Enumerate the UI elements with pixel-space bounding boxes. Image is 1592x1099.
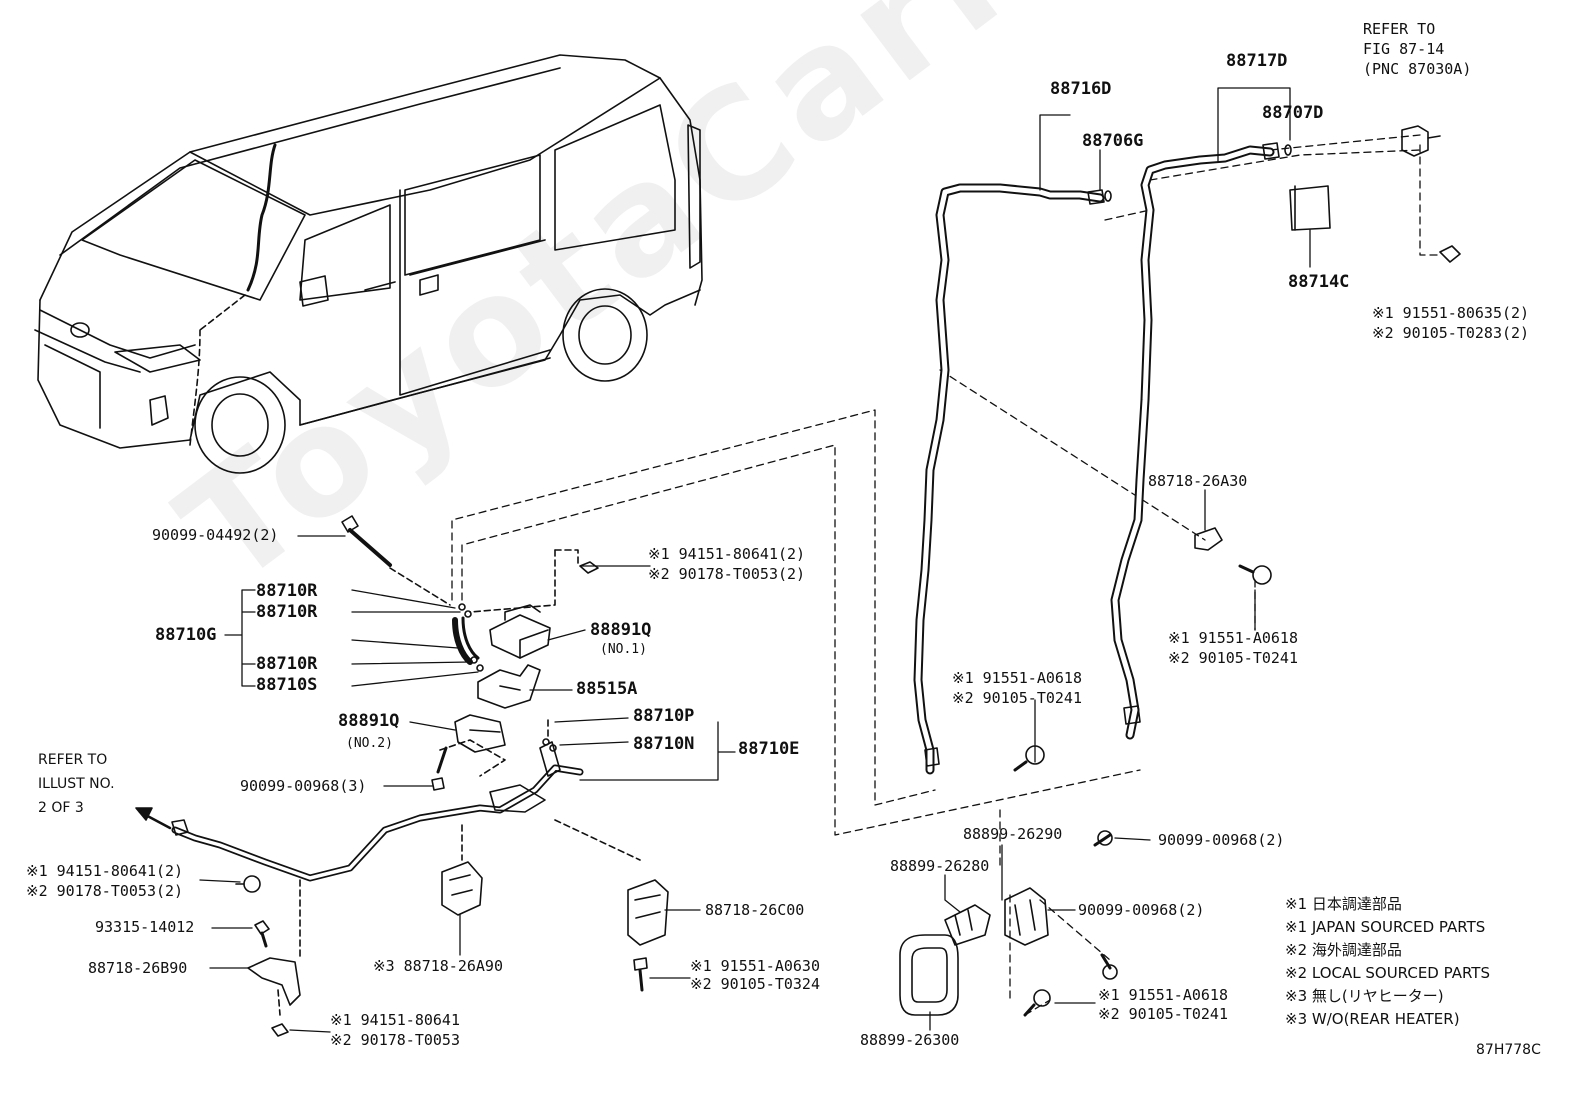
refer-arrow-head	[135, 807, 153, 821]
fastener-90105-T0283[interactable]: ※2 90105-T0283(2)	[1372, 324, 1530, 342]
fastener-94151-80641-bottom[interactable]: ※1 94151-80641	[330, 1011, 460, 1029]
part-88710R-1[interactable]: 88710R	[256, 581, 318, 601]
fastener-90105-T0241-right[interactable]: ※2 90105-T0241	[1168, 649, 1298, 667]
fastener-90099-00968-3[interactable]: 90099-00968(3)	[240, 777, 367, 795]
refer-fig-line1: REFER TO	[1363, 20, 1436, 38]
legend-item: ※2 LOCAL SOURCED PARTS	[1285, 964, 1490, 982]
fastener-91551-A0618-mid[interactable]: ※1 91551-A0618	[952, 669, 1082, 687]
part-88710S[interactable]: 88710S	[256, 675, 318, 695]
fastener-93315-14012[interactable]: 93315-14012	[95, 918, 195, 936]
fastener-90178-T0053-bottom[interactable]: ※2 90178-T0053	[330, 1031, 460, 1049]
fastener-90105-T0324[interactable]: ※2 90105-T0324	[690, 975, 820, 993]
legend-item: ※1 JAPAN SOURCED PARTS	[1285, 918, 1486, 936]
heater-module-assembly	[171, 515, 669, 1037]
fastener-90099-00968-2-lower[interactable]: 90099-00968(2)	[1078, 901, 1205, 919]
part-88707D[interactable]: 88707D	[1262, 103, 1324, 123]
fastener-90178-T0053-top[interactable]: ※2 90178-T0053(2)	[648, 565, 806, 583]
fastener-90105-T0241-mid[interactable]: ※2 90105-T0241	[952, 689, 1082, 707]
legend-item: ※1 日本調達部品	[1285, 895, 1402, 913]
fastener-91551-A0630[interactable]: ※1 91551-A0630	[690, 957, 820, 975]
fastener-90099-00968-2-upper[interactable]: 90099-00968(2)	[1158, 831, 1285, 849]
fastener-90099-04492[interactable]: 90099-04492(2)	[152, 526, 279, 544]
part-88716D[interactable]: 88716D	[1050, 79, 1112, 99]
legend-item: ※3 無し(リヤヒーター)	[1285, 987, 1444, 1005]
part-88710P[interactable]: 88710P	[633, 706, 695, 726]
part-88717D[interactable]: 88717D	[1226, 51, 1288, 71]
part-88714C[interactable]: 88714C	[1288, 272, 1350, 292]
part-88899-26280[interactable]: 88899-26280	[890, 857, 990, 875]
part-88706G[interactable]: 88706G	[1082, 131, 1144, 151]
part-88718-26A90[interactable]: ※3 88718-26A90	[373, 957, 503, 975]
leader-lines	[199, 87, 1311, 1033]
part-88710R-3[interactable]: 88710R	[256, 654, 318, 674]
part-88718-26C00[interactable]: 88718-26C00	[705, 901, 805, 919]
heater-pipes	[899, 125, 1461, 1017]
legend-item: ※3 W/O(REAR HEATER)	[1285, 1010, 1460, 1028]
refer-illust-line3: 2 OF 3	[38, 800, 84, 816]
diagram-code: 87H778C	[1476, 1042, 1541, 1058]
label-no1: (NO.1)	[600, 642, 647, 657]
part-88899-26290[interactable]: 88899-26290	[963, 825, 1063, 843]
fastener-91551-A0618-bottom[interactable]: ※1 91551-A0618	[1098, 986, 1228, 1004]
part-88710G[interactable]: 88710G	[155, 625, 217, 645]
refer-illust-line2: ILLUST NO.	[38, 776, 115, 792]
part-88891Q-no2[interactable]: 88891Q	[338, 711, 400, 731]
refer-fig-line2: FIG 87-14	[1363, 40, 1445, 58]
part-88710R-2[interactable]: 88710R	[256, 602, 318, 622]
fastener-94151-80641-top[interactable]: ※1 94151-80641(2)	[648, 545, 806, 563]
part-88718-26A30[interactable]: 88718-26A30	[1148, 472, 1248, 490]
part-88710N[interactable]: 88710N	[633, 734, 695, 754]
fastener-90105-T0241-bottom[interactable]: ※2 90105-T0241	[1098, 1005, 1228, 1023]
legend-item: ※2 海外調達部品	[1285, 941, 1402, 959]
van-illustration	[34, 54, 703, 474]
fastener-91551-80635[interactable]: ※1 91551-80635(2)	[1372, 304, 1530, 322]
fastener-94151-80641-left[interactable]: ※1 94151-80641(2)	[26, 862, 184, 880]
part-88899-26300[interactable]: 88899-26300	[860, 1031, 960, 1049]
part-88710E[interactable]: 88710E	[738, 739, 800, 759]
part-88891Q-no1[interactable]: 88891Q	[590, 620, 652, 640]
refer-fig-line3: (PNC 87030A)	[1363, 60, 1472, 78]
fastener-90178-T0053-left[interactable]: ※2 90178-T0053(2)	[26, 882, 184, 900]
part-88515A[interactable]: 88515A	[576, 679, 638, 699]
fastener-91551-A0618-right[interactable]: ※1 91551-A0618	[1168, 629, 1298, 647]
refer-illust-line1: REFER TO	[38, 752, 108, 768]
part-88718-26B90[interactable]: 88718-26B90	[88, 959, 188, 977]
label-no2: (NO.2)	[346, 736, 393, 751]
